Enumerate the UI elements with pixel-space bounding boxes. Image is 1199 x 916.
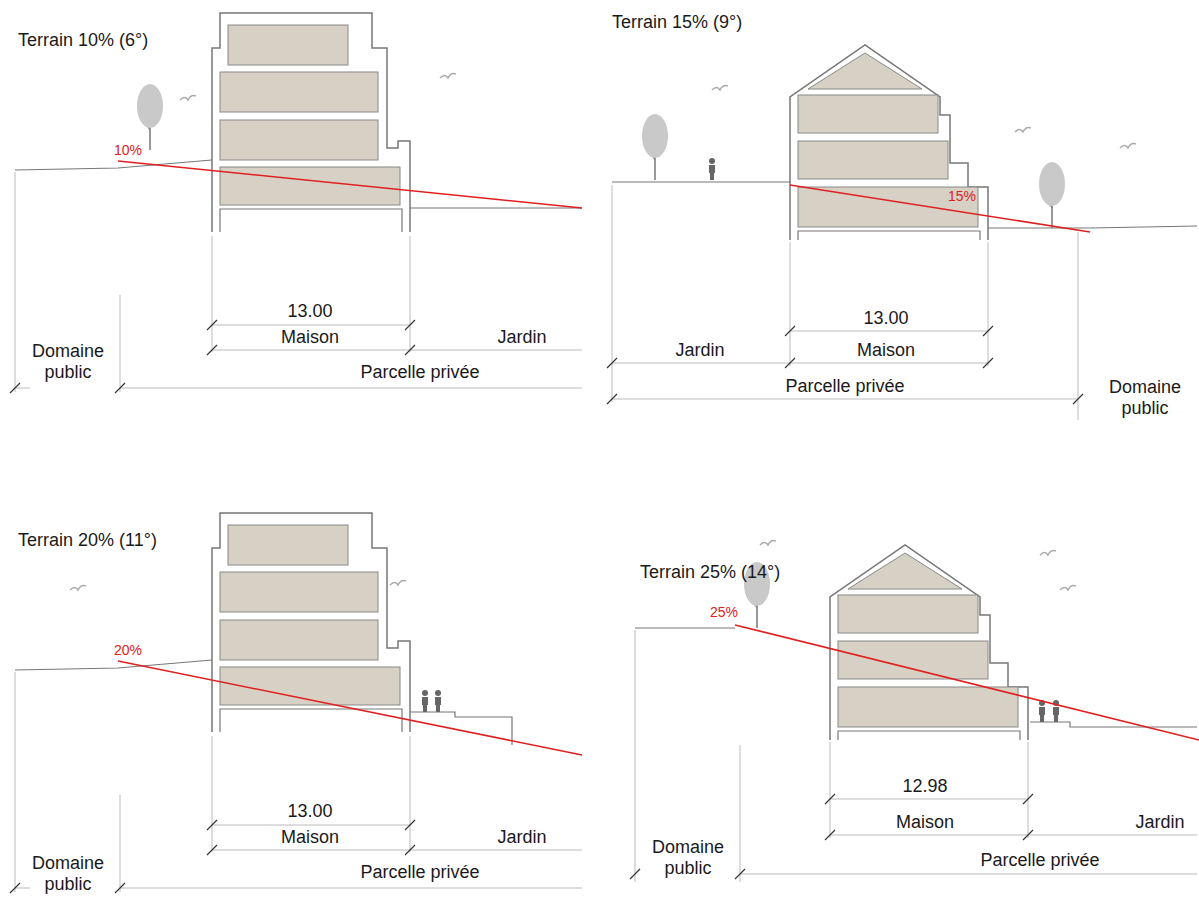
dimension-label: 13.00 [287, 301, 332, 322]
dimension-label: Jardin [675, 340, 724, 361]
slope-percent: 15% [948, 188, 976, 204]
dimension-label: Maison [896, 812, 954, 833]
dimension-label: Domaine public [23, 853, 113, 895]
dimension-label: Jardin [497, 827, 546, 848]
slope-title: Terrain 25% (14°) [640, 562, 780, 583]
dimension-label: 13.00 [287, 801, 332, 822]
slope-percent: 25% [710, 604, 738, 620]
dimension-label: Domaine public [643, 837, 733, 879]
dimension-label: Parcelle privée [980, 850, 1099, 871]
slope-percent: 10% [114, 142, 142, 158]
dimension-label: Domaine public [23, 341, 113, 383]
slope-title: Terrain 10% (6°) [18, 30, 148, 51]
dimension-label: Maison [281, 827, 339, 848]
dimension-label: Jardin [1135, 812, 1184, 833]
dimension-label: 13.00 [863, 308, 908, 329]
panel-15 [607, 45, 1197, 420]
dimension-label: 12.98 [902, 776, 947, 797]
dimension-label: Parcelle privée [360, 362, 479, 383]
slope-title: Terrain 20% (11°) [18, 530, 157, 551]
dimension-label: Domaine public [1100, 377, 1190, 419]
dimension-label: Maison [281, 327, 339, 348]
dimension-label: Maison [857, 340, 915, 361]
dimension-label: Parcelle privée [785, 376, 904, 397]
panel-20 [10, 513, 582, 893]
panel-10 [10, 13, 582, 393]
dimension-label: Jardin [497, 327, 546, 348]
slope-percent: 20% [114, 642, 142, 658]
slope-title: Terrain 15% (9°) [612, 12, 742, 33]
dimension-label: Parcelle privée [360, 862, 479, 883]
panel-25 [630, 541, 1199, 883]
